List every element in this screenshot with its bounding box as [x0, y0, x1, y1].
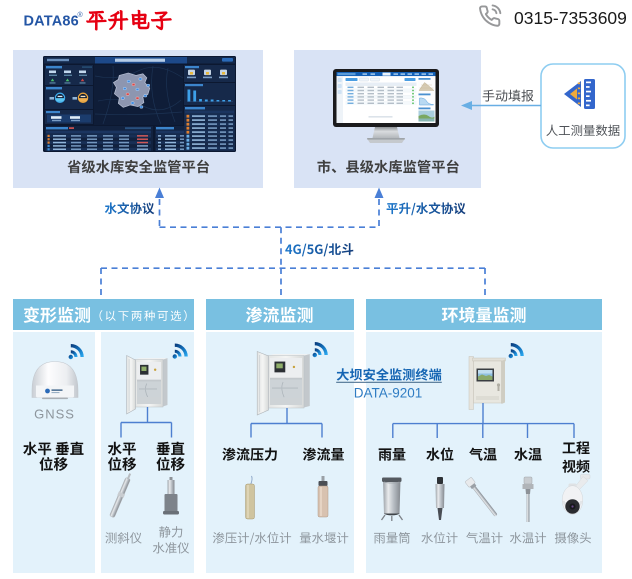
svg-text:®: ®: [78, 11, 84, 19]
svg-text:GNSS: GNSS: [34, 407, 75, 422]
svg-text:DATA-9201: DATA-9201: [354, 386, 423, 401]
svg-text:DATA86: DATA86: [24, 14, 79, 30]
svg-text:0315-7353609: 0315-7353609: [514, 8, 627, 28]
